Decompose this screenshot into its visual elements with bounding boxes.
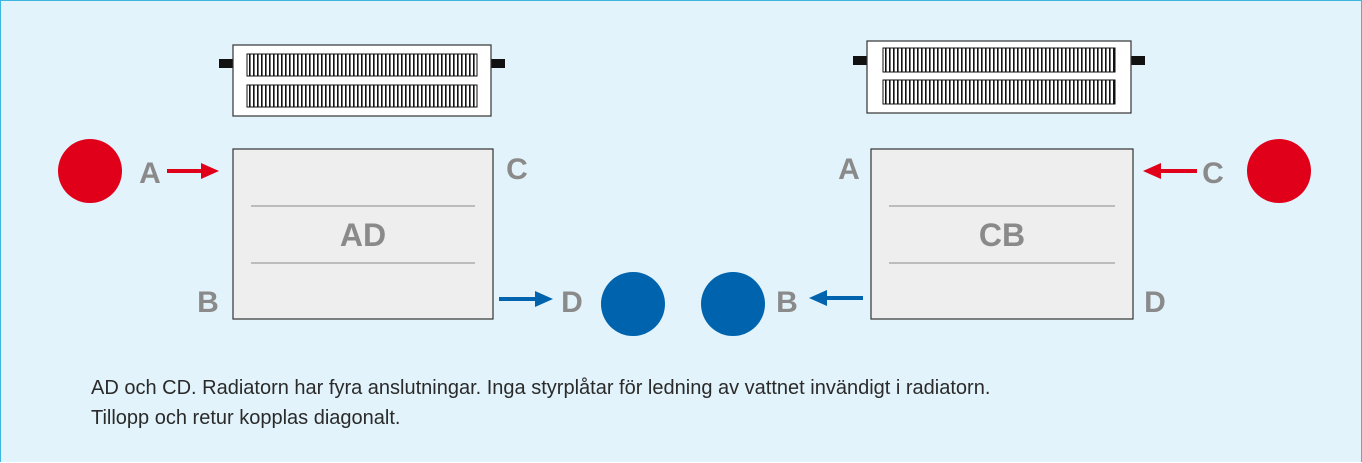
left-corner-label-a: A: [139, 157, 161, 190]
left-radiator-name: AD: [340, 217, 386, 253]
left-corner-label-c: C: [506, 153, 528, 186]
left-radiator-panel: [232, 148, 494, 320]
right-radiator-front-view: CB A C B D: [776, 148, 1224, 320]
right-supply-dot: [1247, 139, 1311, 203]
left-radiator-front-view: AD A C B D: [139, 148, 583, 320]
right-corner-label-d: D: [1144, 286, 1166, 319]
left-return-arrow-icon: [499, 291, 553, 307]
right-corner-label-a: A: [838, 153, 860, 186]
left-radiator-top-view: [219, 44, 505, 117]
left-supply-dot: [58, 139, 122, 203]
left-top-view-fins-lower: [246, 84, 478, 108]
left-corner-label-b: B: [197, 286, 219, 319]
right-supply-arrow-icon: [1143, 163, 1197, 179]
right-corner-label-c: C: [1202, 157, 1224, 190]
right-radiator-top-view: [853, 40, 1145, 114]
left-corner-label-d: D: [561, 286, 583, 319]
caption-line-2: Tillopp och retur kopplas diagonalt.: [91, 407, 401, 429]
left-top-view-pipe-left: [219, 59, 233, 68]
left-supply-arrow-icon: [167, 163, 219, 179]
right-top-view-pipe-right: [1131, 56, 1145, 65]
right-radiator-panel: [870, 148, 1134, 320]
left-return-dot: [601, 272, 665, 336]
right-return-dot: [701, 272, 765, 336]
caption: AD och CD. Radiatorn har fyra anslutning…: [91, 373, 1341, 433]
right-top-view-pipe-left: [853, 56, 867, 65]
left-top-view-pipe-right: [491, 59, 505, 68]
caption-line-1: AD och CD. Radiatorn har fyra anslutning…: [91, 377, 991, 399]
right-radiator-name: CB: [979, 217, 1025, 253]
left-top-view-fins-upper: [246, 53, 478, 77]
right-top-view-fins-lower: [882, 79, 1116, 105]
right-return-arrow-icon: [809, 290, 863, 306]
right-corner-label-b: B: [776, 286, 798, 319]
right-top-view-fins-upper: [882, 47, 1116, 73]
